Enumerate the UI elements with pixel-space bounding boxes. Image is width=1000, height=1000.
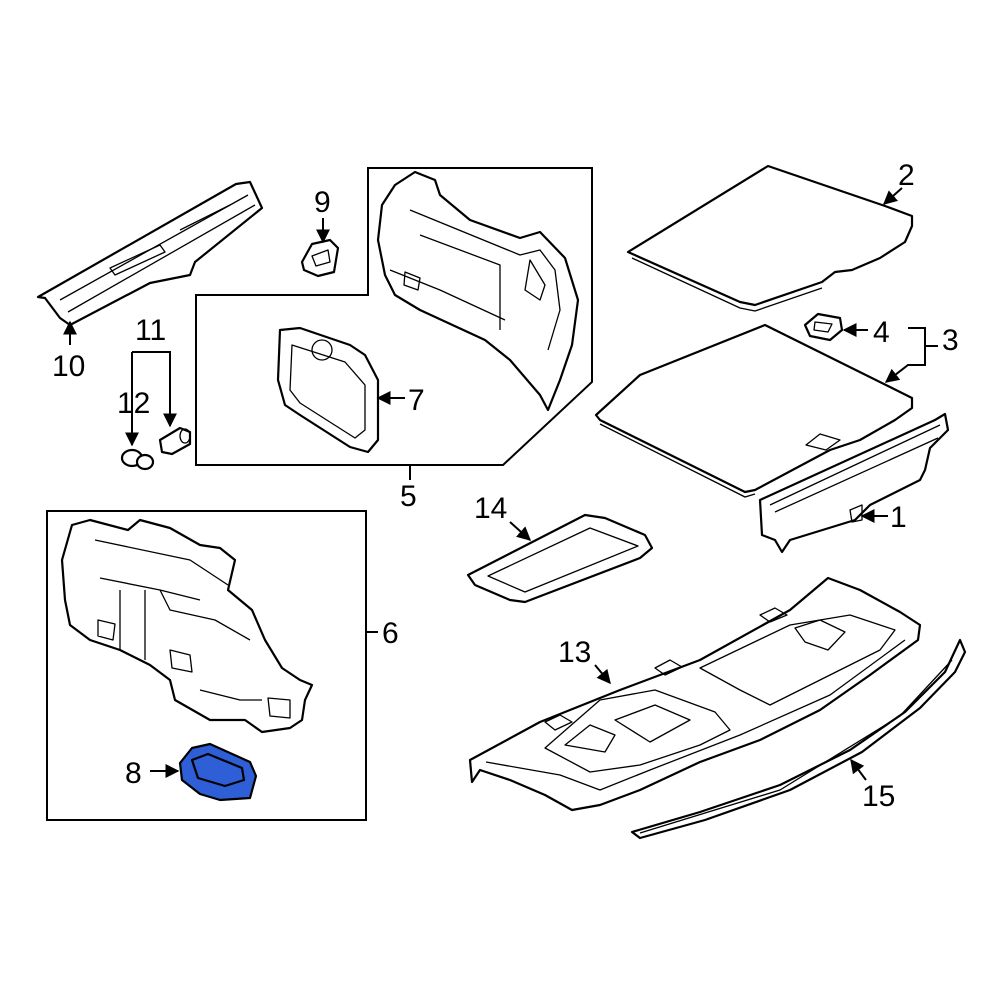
frame-5 (195, 167, 593, 466)
leader-11b (132, 351, 177, 428)
leader-14 (509, 521, 532, 541)
callout-8: 8 (125, 757, 142, 790)
part-12-clip[interactable] (120, 448, 155, 471)
callout-14: 14 (474, 492, 507, 525)
callout-5: 5 (400, 480, 417, 513)
callout-12: 12 (117, 387, 150, 420)
leader-2 (882, 187, 903, 205)
callout-4: 4 (873, 316, 890, 349)
part-11-push-pin[interactable] (158, 426, 192, 456)
part-2-trunk-mat[interactable] (626, 164, 914, 312)
part-8-storage-tray[interactable] (178, 742, 258, 802)
callout-10: 10 (52, 350, 85, 383)
part-3-load-floor[interactable] (594, 323, 914, 498)
callout-1: 1 (890, 501, 907, 534)
callout-11: 11 (135, 314, 166, 347)
part-5-trunk-side-trim[interactable] (376, 170, 580, 412)
leader-13 (594, 664, 611, 685)
frame-6 (46, 510, 367, 821)
callout-9: 9 (314, 186, 331, 219)
part-10-trunk-rail[interactable] (36, 180, 264, 327)
part-13-package-tray[interactable] (468, 576, 922, 812)
leader-3 (884, 327, 926, 383)
part-14-cover-panel[interactable] (466, 513, 654, 604)
part-4-handle[interactable] (803, 312, 844, 342)
part-9-clip[interactable] (300, 238, 340, 278)
callout-7: 7 (408, 384, 425, 417)
callout-13: 13 (558, 636, 591, 669)
part-7-access-cover[interactable] (276, 326, 380, 454)
callout-6: 6 (382, 617, 399, 650)
part-15-trim-strip[interactable] (630, 638, 967, 840)
part-6-quarter-trim-panel[interactable] (60, 518, 314, 734)
callout-2: 2 (898, 159, 915, 192)
callout-15: 15 (862, 780, 895, 813)
leader-15 (850, 758, 867, 781)
callout-3: 3 (942, 324, 959, 357)
